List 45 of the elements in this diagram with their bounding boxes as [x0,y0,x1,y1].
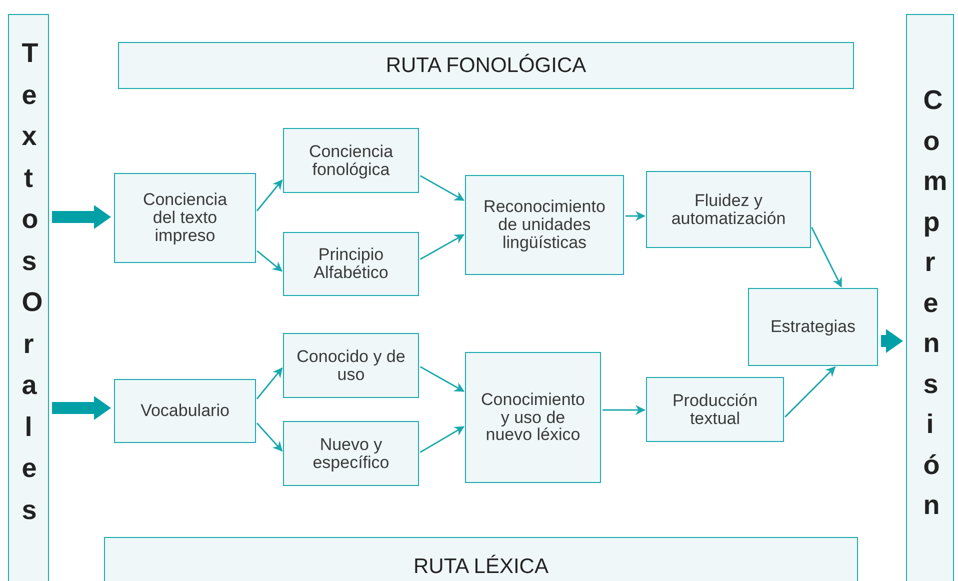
route-banner [118,42,854,89]
process-box [114,173,256,263]
arrow [626,211,646,221]
box-label: Vocabulario [140,402,230,420]
process-box [748,288,878,366]
vertical-label-band [906,14,954,581]
vertical-label-band [8,14,49,581]
arrow [256,367,283,400]
box-label: Conocimiento y uso de nuevo léxico [480,390,586,444]
arrow [256,422,283,452]
arrow [256,250,283,272]
box-label: Conciencia del texto impreso [142,191,228,245]
arrow [420,426,465,453]
process-box [283,232,419,296]
block-arrow [52,205,111,229]
process-box [114,379,256,443]
arrow [256,179,283,212]
box-label: Principio Alfabético [312,246,390,282]
arrow [420,366,465,392]
arrow [420,234,465,260]
route-title: RUTA LÉXICA [412,554,550,580]
process-box [283,421,419,486]
box-label: Reconocimiento de unidades lingüísticas [482,198,606,252]
process-box [646,377,784,442]
band-label: Textos Orales [20,37,49,526]
box-label: Conciencia fonológica [308,142,394,178]
process-box [283,128,419,193]
arrow [602,405,646,415]
arrow [420,175,465,201]
box-label: Nuevo y específico [312,436,390,472]
arrow [811,227,842,288]
process-box [646,171,811,248]
box-label: Fluidez y automatización [670,192,787,228]
process-box [465,175,624,275]
band-label: Comprensión [922,84,950,522]
route-banner [104,537,858,581]
box-label: Estrategias [769,318,857,336]
process-box [283,333,419,398]
box-label: Conocido y de uso [296,348,406,384]
arrow [784,366,836,418]
block-arrow [881,329,903,353]
route-title: RUTA FONOLÓGICA [384,52,588,78]
box-label: Producción textual [671,392,759,428]
process-box [465,352,601,483]
block-arrow [52,396,111,420]
